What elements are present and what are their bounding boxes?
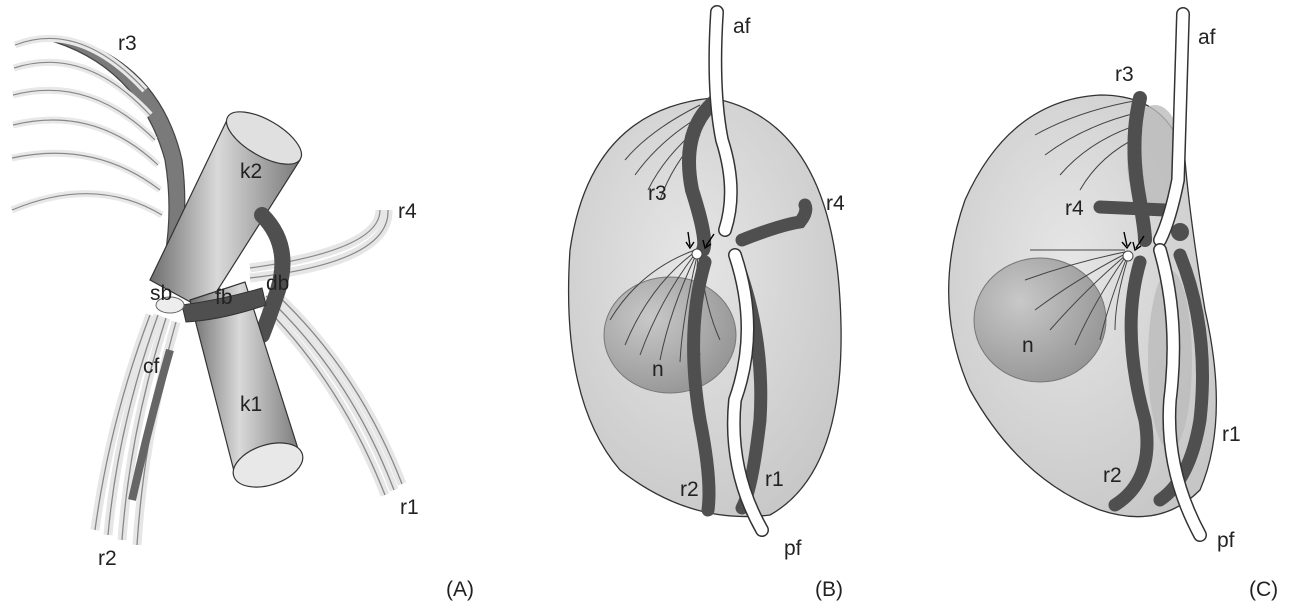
label-r4-c: r4 — [1065, 197, 1084, 220]
db-band — [254, 207, 291, 343]
r2-root-b — [687, 255, 716, 517]
label-r1: r1 — [400, 496, 419, 519]
label-r2-c: r2 — [1103, 464, 1122, 487]
label-r3: r3 — [118, 32, 137, 55]
label-r3-b: r3 — [648, 182, 667, 205]
label-r2-b: r2 — [680, 478, 699, 501]
k2-basal-body — [149, 111, 303, 311]
label-db: db — [266, 272, 289, 295]
label-r4-b: r4 — [826, 192, 845, 215]
cf-dot-c — [1122, 250, 1134, 262]
panel-c-tag: (C) — [1249, 578, 1278, 601]
r4-end-c — [1171, 223, 1189, 241]
r4-root-c — [1093, 200, 1172, 217]
r3-root-b — [682, 93, 723, 257]
label-pf-c: pf — [1217, 529, 1235, 552]
fb-band — [181, 287, 267, 323]
label-pf-b: pf — [784, 537, 802, 560]
r4-root-b — [735, 198, 813, 247]
nucleus-c — [973, 257, 1107, 383]
r2-root-c — [1108, 255, 1154, 512]
panel-b-tag: (B) — [815, 578, 843, 601]
label-sb: sb — [150, 282, 172, 305]
r3-root — [10, 35, 186, 283]
panel-c: af r3 r4 n r1 r2 pf (C) — [948, 7, 1278, 601]
k1-basal-body — [189, 281, 304, 488]
label-r2: r2 — [98, 547, 117, 570]
label-af-c: af — [1198, 26, 1216, 49]
arrows-b — [685, 231, 715, 250]
panel-a: r3 k2 r4 sb fb db cf k1 r1 r2 (A) — [10, 32, 474, 601]
panel-a-tag: (A) — [446, 578, 474, 601]
label-fb: fb — [215, 286, 233, 309]
panel-b: af r3 r4 n r2 r1 pf (B) — [567, 5, 845, 601]
label-af-b: af — [733, 15, 751, 38]
label-r4: r4 — [398, 200, 417, 223]
label-cf: cf — [143, 355, 160, 378]
nucleus-b — [603, 276, 737, 394]
r1-root — [254, 288, 407, 497]
label-k2: k2 — [240, 160, 262, 183]
label-n-b: n — [652, 358, 664, 381]
cf-dot-b — [691, 248, 703, 260]
label-r1-b: r1 — [765, 468, 784, 491]
label-r1-c: r1 — [1222, 423, 1241, 446]
label-k1: k1 — [240, 393, 262, 416]
r3-root-c — [1127, 91, 1152, 247]
r2-root — [90, 313, 181, 546]
arrows-c — [1121, 231, 1145, 252]
label-n-c: n — [1022, 334, 1034, 357]
label-r3-c: r3 — [1115, 63, 1134, 86]
nucleus-fibers-c — [1024, 249, 1129, 346]
sb-band — [155, 296, 185, 314]
